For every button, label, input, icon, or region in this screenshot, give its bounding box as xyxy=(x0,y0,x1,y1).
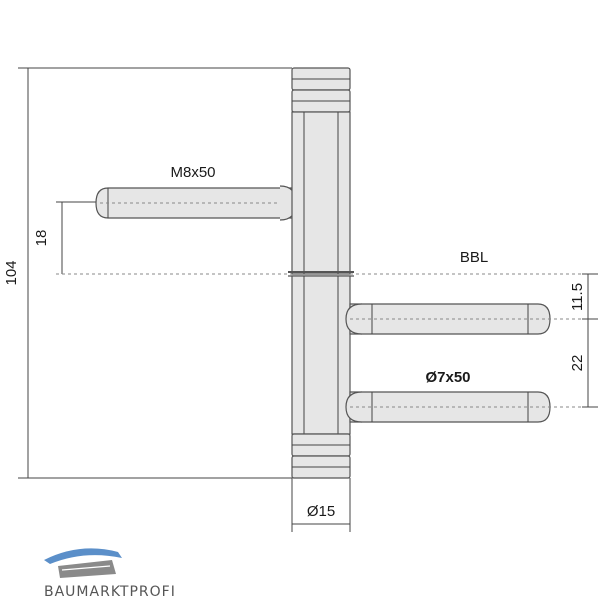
first-pin-offset-label: 11.5 xyxy=(569,283,586,311)
lower-pin-label: Ø7x50 xyxy=(425,369,470,386)
diameter-dimension: Ø15 xyxy=(291,478,351,532)
hinge-barrel xyxy=(288,67,354,479)
overall-height-dimension: 104 xyxy=(3,67,292,479)
upper-pin: M8x50 xyxy=(95,164,297,221)
pin-spacing-label: 22 xyxy=(569,355,586,372)
lower-pin-1 xyxy=(345,303,598,335)
diameter-label: Ø15 xyxy=(307,503,335,520)
right-dimensions: 11.5 22 xyxy=(569,273,598,408)
upper-pin-label: M8x50 xyxy=(170,164,215,181)
overall-height-label: 104 xyxy=(3,260,20,285)
bbl-label: BBL xyxy=(460,249,488,266)
top-offset-dimension: 18 xyxy=(33,201,96,274)
baumarktprofi-logo: BAUMARKTPROFI xyxy=(44,548,176,600)
lower-pin-2: Ø7x50 xyxy=(345,369,598,423)
logo-text: BAUMARKTPROFI xyxy=(44,584,176,600)
top-offset-label: 18 xyxy=(33,230,50,247)
